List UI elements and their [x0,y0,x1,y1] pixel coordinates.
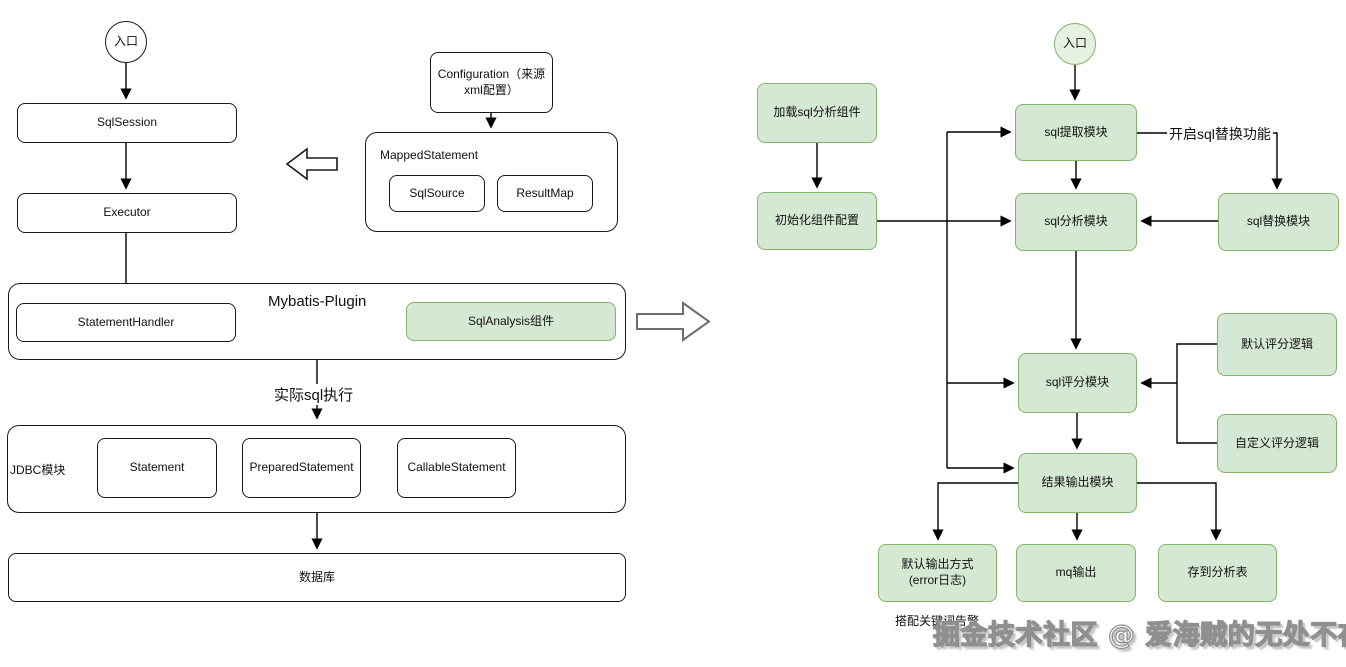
statementhandler-label: StatementHandler [77,314,175,329]
callablestatement-label: CallableStatement [407,460,506,475]
resultmap-label: ResultMap [516,185,574,200]
executor-node: Executor [17,193,237,233]
default-score-logic-label: 默认评分逻辑 [1240,336,1313,351]
callablestatement-node: CallableStatement [397,438,516,498]
mybatis-plugin-title: Mybatis-Plugin [268,293,367,310]
sql-extract-node: sql提取模块 [1015,104,1137,161]
result-output-node: 结果输出模块 [1018,453,1137,513]
enable-replace-label: 开启sql替换功能 [1167,124,1273,144]
sql-score-node: sql评分模块 [1018,353,1137,413]
sqlanalysis-node: SqlAnalysis组件 [406,302,616,341]
configuration-label-line1: Configuration（来源 [437,66,546,81]
sql-replace-node: sql替换模块 [1218,193,1339,251]
default-output-label-line1: 默认输出方式 [901,557,974,572]
load-component-label: 加载sql分析组件 [773,105,861,120]
bracket-score-logic [1176,343,1217,444]
arrow-output-to-table [1137,482,1222,541]
keyword-alert-note: 搭配关键词告警 [895,614,980,628]
left-entry-label: 入口 [113,34,138,49]
right-entry-label: 入口 [1062,36,1087,51]
mq-output-label: mq输出 [1055,565,1097,580]
custom-score-logic-label: 自定义评分逻辑 [1234,435,1319,450]
sql-extract-label: sql提取模块 [1044,124,1108,139]
sql-analyze-node: sql分析模块 [1015,193,1137,251]
actual-sql-exec-label: 实际sql执行 [272,384,356,405]
statementhandler-node: StatementHandler [16,303,236,342]
save-table-label: 存到分析表 [1187,565,1248,580]
default-output-label-line2: (error日志) [908,573,967,587]
right-entry-node: 入口 [1054,23,1096,65]
sqlsession-node: SqlSession [17,103,237,143]
save-table-node: 存到分析表 [1158,544,1277,602]
watermark: 掘金技术社区 @ 爱海贼的无处不在 [932,619,1346,651]
load-component-node: 加载sql分析组件 [757,83,877,143]
statement-label: Statement [129,460,185,475]
init-config-label: 初始化组件配置 [774,213,859,228]
sql-score-label: sql评分模块 [1045,375,1110,390]
arrow-output-to-default [932,482,1018,541]
preparedstatement-node: PreparedStatement [242,438,361,498]
database-label: 数据库 [298,569,335,584]
jdbc-label: JDBC模块 [10,463,66,477]
block-arrow-left-icon [285,147,338,181]
sqlsource-label: SqlSource [409,185,465,200]
left-entry-node: 入口 [105,21,147,63]
block-arrow-right-icon [636,301,711,342]
mappedstatement-label: MappedStatement [380,148,479,162]
statement-node: Statement [97,438,217,498]
sqlsession-label: SqlSession [96,115,158,130]
executor-label: Executor [103,205,151,220]
database-node: 数据库 [8,553,626,602]
result-output-label: 结果输出模块 [1041,475,1114,490]
default-output-node: 默认输出方式 (error日志) [878,544,997,602]
sql-replace-label: sql替换模块 [1246,214,1311,229]
sql-analyze-label: sql分析模块 [1044,214,1108,229]
mq-output-node: mq输出 [1016,544,1136,602]
default-score-logic-node: 默认评分逻辑 [1217,313,1337,376]
sqlsource-node: SqlSource [389,175,485,212]
configuration-node: Configuration（来源 xml配置） [430,52,553,113]
resultmap-node: ResultMap [497,175,593,212]
preparedstatement-label: PreparedStatement [249,460,354,475]
custom-score-logic-node: 自定义评分逻辑 [1217,414,1337,473]
sqlanalysis-label: SqlAnalysis组件 [467,313,555,328]
init-config-node: 初始化组件配置 [757,192,877,250]
configuration-label-line2: xml配置） [464,82,519,97]
